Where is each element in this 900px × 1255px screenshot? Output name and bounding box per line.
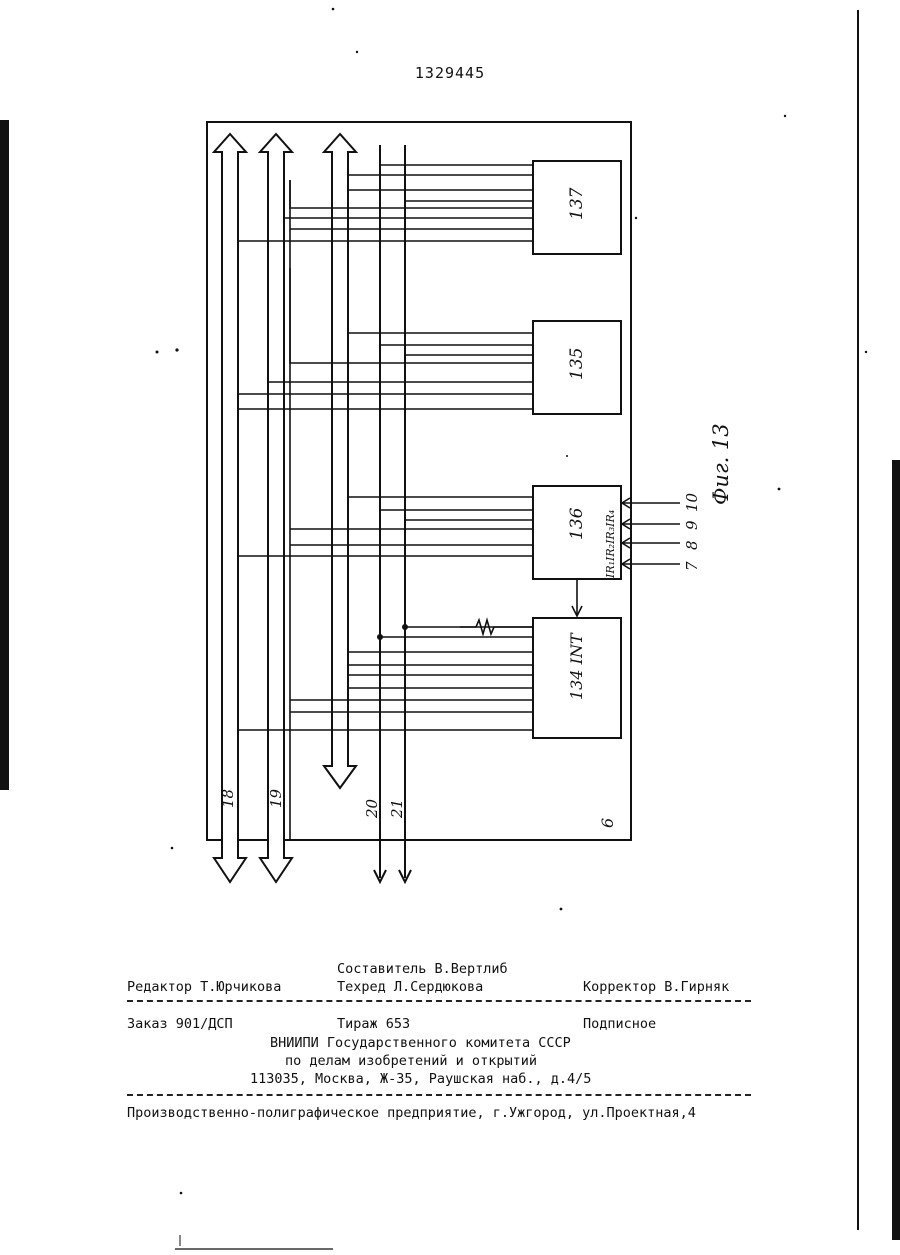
label-line-20: 20 (363, 798, 381, 819)
org-line-2: по делам изобретений и открытий (285, 1053, 537, 1069)
printer-line: Производственно-полиграфическое предприя… (127, 1105, 696, 1121)
label-input-8: 8 (683, 540, 701, 550)
divider-1 (127, 1000, 751, 1002)
editor-line: Редактор Т.Юрчикова (127, 979, 281, 995)
compiler-line: Составитель В.Вертлиб (337, 961, 508, 977)
corrector-line: Корректор В.Гирняк (583, 979, 729, 995)
label-block-134: 134 INT (567, 632, 586, 700)
label-block-136: 136 (567, 507, 587, 540)
label-input-9: 9 (683, 520, 701, 530)
techred-line: Техред Л.Сердюкова (337, 979, 483, 995)
figure-caption: Фиг. 13 (709, 423, 733, 505)
label-input-10: 10 (683, 492, 701, 512)
bus-internal (324, 134, 356, 788)
label-frame-6: 6 (598, 818, 617, 828)
label-block-135: 135 (567, 348, 587, 380)
label-bus-18: 18 (219, 789, 237, 808)
org-line-1: ВНИИПИ Государственного комитета СССР (270, 1035, 571, 1051)
label-input-7: 7 (683, 561, 701, 571)
subscription-line: Подписное (583, 1016, 656, 1032)
order-line: Заказ 901/ДСП (127, 1016, 233, 1032)
bus-18 (214, 134, 246, 882)
bus-19 (260, 134, 292, 882)
divider-2 (127, 1094, 751, 1096)
address-line: 113035, Москва, Ж-35, Раушская наб., д.4… (250, 1071, 591, 1087)
scan-specks (156, 8, 868, 1195)
label-block-137: 137 (567, 187, 587, 220)
circulation-line: Тираж 653 (337, 1016, 410, 1032)
label-line-21: 21 (388, 799, 406, 819)
label-bus-19: 19 (267, 788, 285, 808)
label-136-pins: IR₁IR₂IR₃IR₄ (604, 510, 617, 579)
